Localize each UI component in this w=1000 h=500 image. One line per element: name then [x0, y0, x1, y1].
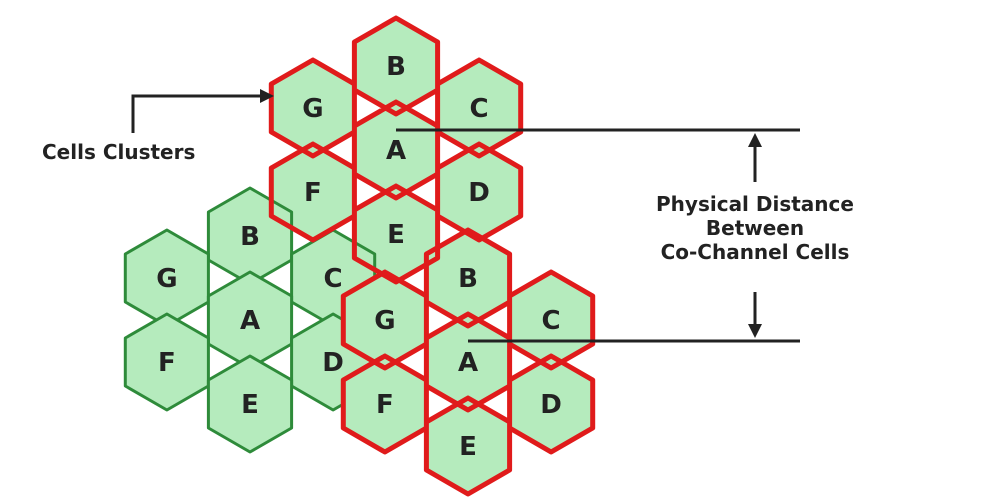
- cell-label-g: G: [302, 94, 323, 124]
- cluster-outline-top: [268, 15, 524, 285]
- cell-label-c: C: [324, 264, 343, 294]
- distance-label-line3: Co-Channel Cells: [661, 240, 850, 264]
- cell-label-a: A: [386, 136, 406, 166]
- cell-label-a: A: [240, 306, 260, 336]
- clusters-label: Cells Clusters: [42, 140, 195, 164]
- cluster-right: B G C A F D E: [341, 228, 595, 496]
- cell-label-c: C: [470, 94, 489, 124]
- cluster-outline-right: [340, 227, 596, 497]
- cell-label-b: B: [240, 222, 260, 252]
- hex-cell-e: [206, 354, 294, 454]
- clusters-pointer-line: [131, 94, 262, 133]
- distance-arrow-down-head: [748, 324, 762, 338]
- cell-label-e: E: [387, 220, 405, 250]
- cell-label-d: D: [322, 348, 344, 378]
- cells-layer: B G C A F D E B G C A F D E B G C A F D E: [123, 16, 595, 496]
- cell-label-e: E: [241, 390, 259, 420]
- cluster-outline-layer: [268, 15, 596, 497]
- cell-label-e: E: [459, 432, 477, 462]
- cluster-top: B G C A F D E: [269, 16, 523, 284]
- cell-label-d: D: [540, 390, 562, 420]
- cell-label-a: A: [458, 348, 478, 378]
- distance-label-line2: Between: [706, 216, 804, 240]
- cell-label-b: B: [386, 52, 406, 82]
- cell-label-g: G: [156, 264, 177, 294]
- hex-cell-f: [123, 312, 210, 412]
- clusters-pointer-arrowhead: [260, 89, 274, 103]
- cell-label-d: D: [468, 178, 490, 208]
- cell-label-g: G: [374, 306, 395, 336]
- cell-label-f: F: [376, 390, 394, 420]
- cell-label-c: C: [542, 306, 561, 336]
- distance-label-line1: Physical Distance: [656, 192, 854, 216]
- cell-label-f: F: [304, 178, 322, 208]
- distance-arrow-up-head: [748, 133, 762, 147]
- cell-label-f: F: [158, 348, 176, 378]
- cell-label-b: B: [458, 264, 478, 294]
